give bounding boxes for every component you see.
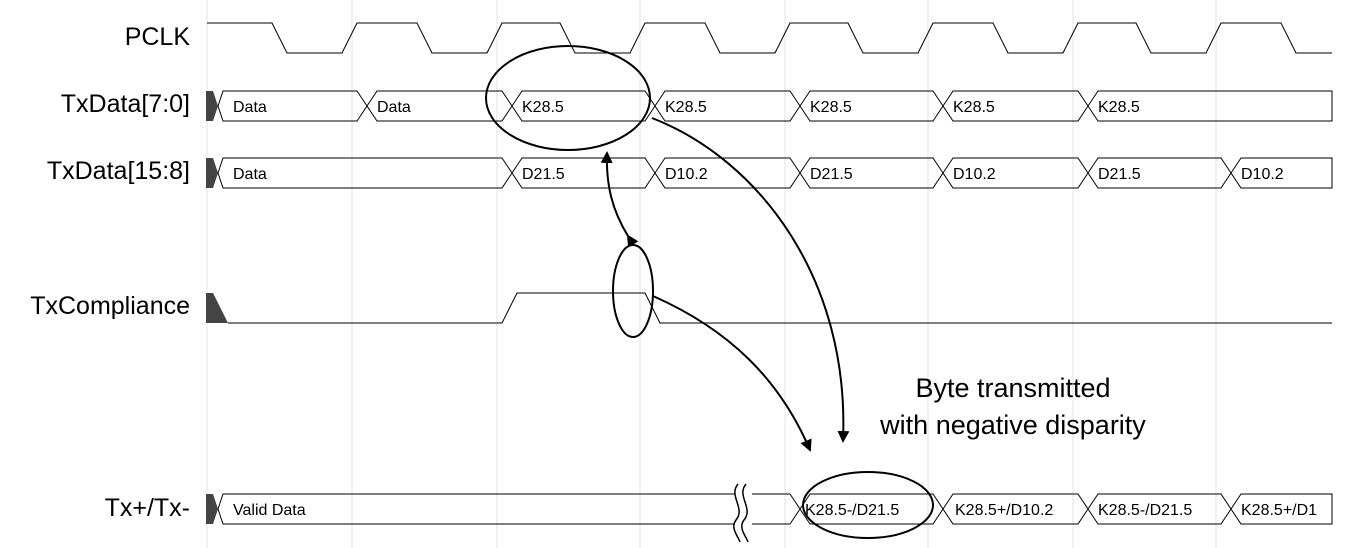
txdata-hi-value: D10.2 bbox=[953, 166, 996, 183]
txdiff-segment bbox=[789, 493, 801, 525]
signal-label-txdiff: Tx+/Tx- bbox=[105, 494, 190, 522]
txdiff-value: K28.5-/D21.5 bbox=[805, 502, 899, 519]
txdata-lo-bus: Data Data K28.5 K28.5 K28.5 K28.5 K28.5 bbox=[217, 90, 1333, 122]
txdata-hi-segment bbox=[1230, 157, 1333, 189]
txdata-lo-segment bbox=[1087, 90, 1333, 122]
txdata-lo-value: K28.5 bbox=[522, 99, 564, 116]
txdata-lo-value: K28.5 bbox=[810, 99, 852, 116]
txdata-hi-marker bbox=[206, 158, 218, 188]
txdiff-marker bbox=[206, 494, 218, 524]
txdata-hi-value: D21.5 bbox=[810, 166, 853, 183]
txcompliance-highlight-ellipse bbox=[612, 244, 654, 338]
txdiff-segment bbox=[1230, 493, 1333, 525]
k28-5-highlight-ellipse bbox=[485, 45, 651, 151]
signal-label-txcompliance: TxCompliance bbox=[30, 292, 190, 320]
annotation-line-1: Byte transmitted bbox=[915, 373, 1110, 403]
txdata-lo-value: Data bbox=[233, 99, 267, 116]
signal-label-pclk: PCLK bbox=[125, 23, 191, 51]
txcompliance-waveform bbox=[228, 292, 1332, 324]
txdata-hi-value: D10.2 bbox=[1241, 166, 1284, 183]
time-break-mark bbox=[741, 483, 749, 543]
txdata-hi-value: D21.5 bbox=[1098, 166, 1141, 183]
k28-5-to-output-arrow bbox=[651, 117, 850, 443]
grid-lines bbox=[206, 0, 1217, 548]
annotation-line-2: with negative disparity bbox=[879, 410, 1146, 440]
txdata-lo-value: K28.5 bbox=[665, 99, 707, 116]
txdata-lo-value: Data bbox=[377, 99, 411, 116]
tx-output-highlight-ellipse bbox=[802, 471, 934, 539]
txdata-hi-value: D21.5 bbox=[522, 166, 565, 183]
time-break-mark bbox=[733, 483, 741, 543]
pclk-waveform bbox=[207, 22, 1332, 54]
txdiff-segment bbox=[217, 493, 735, 525]
txdiff-value: K28.5+/D10.2 bbox=[955, 502, 1053, 519]
signal-label-txdata-lo: TxData[7:0] bbox=[61, 90, 190, 118]
compliance-link-arrow bbox=[600, 151, 639, 248]
txdata-lo-value: K28.5 bbox=[1098, 99, 1140, 116]
txdata-hi-value: D10.2 bbox=[665, 166, 708, 183]
txdiff-value: K28.5-/D21.5 bbox=[1098, 502, 1192, 519]
txdata-hi-value: Data bbox=[233, 166, 267, 183]
txdiff-bus: Valid Data K28.5-/D21.5 K28.5+/D10.2 K28… bbox=[217, 483, 1333, 543]
txdata-hi-bus: Data D21.5 D10.2 D21.5 D10.2 D21.5 D10.2 bbox=[217, 157, 1333, 189]
txcompliance-marker bbox=[206, 293, 228, 323]
txdata-lo-value: K28.5 bbox=[953, 99, 995, 116]
txdata-lo-marker bbox=[206, 91, 218, 121]
signal-label-txdata-hi: TxData[15:8] bbox=[47, 157, 190, 185]
txdiff-value: Valid Data bbox=[233, 502, 306, 519]
compliance-to-output-arrow bbox=[652, 295, 812, 452]
txdiff-value: K28.5+/D1 bbox=[1241, 502, 1317, 519]
